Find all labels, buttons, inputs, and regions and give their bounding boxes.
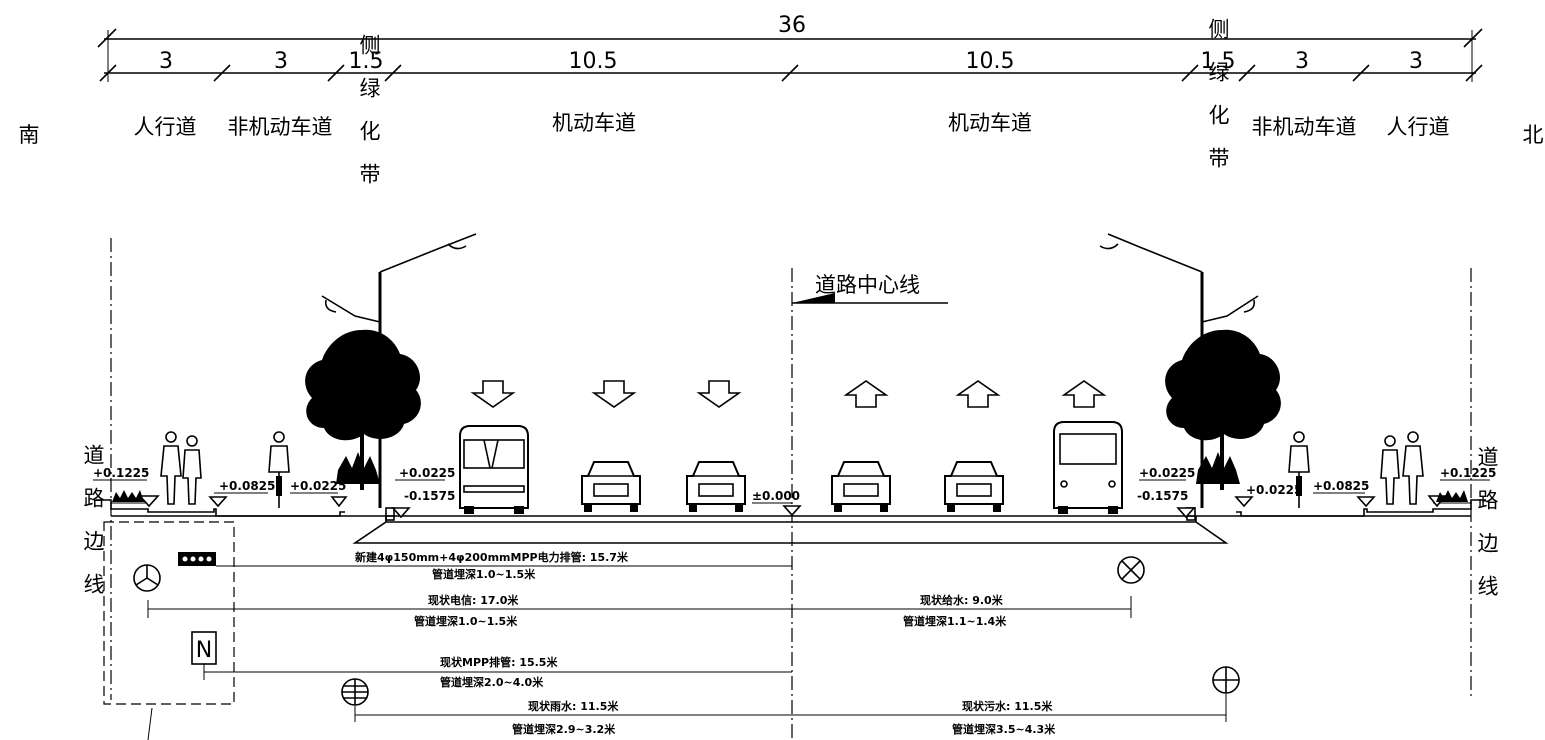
- car-icon: [831, 461, 891, 512]
- elevation-left-belt-bottom: -0.1575: [404, 489, 455, 503]
- cyclist-icon: [268, 431, 290, 508]
- pipe-label-mpp: 现状MPP排管: 15.5米: [440, 655, 558, 669]
- sewage-pipe-icon: [1212, 666, 1240, 694]
- pipe-depth-water: 管道埋深1.1~1.4米: [903, 614, 1007, 628]
- bus-icon: [1053, 421, 1123, 514]
- centerline-callout: 道路中心线: [792, 273, 948, 304]
- pipe-depth-power: 管道埋深1.0~1.5米: [432, 567, 536, 581]
- pedestrian-icon: [1380, 431, 1424, 505]
- car-icon: [944, 461, 1004, 512]
- zone-label-sidewalk-left: 人行道: [134, 115, 197, 139]
- segment-width-2: 3: [274, 49, 288, 74]
- elevation-right-belt-top: +0.0225: [1139, 466, 1195, 480]
- elevation-left-nonmotor: +0.0825: [219, 479, 275, 493]
- zone-label-green-belt-left: 侧绿化带: [357, 34, 381, 206]
- bus-icon: [459, 425, 529, 514]
- pipe-dimension-lines: [147, 565, 1227, 722]
- zone-label-green-belt-right: 侧绿化带: [1206, 18, 1230, 190]
- pipe-label-telecom: 现状电信: 17.0米: [428, 593, 519, 607]
- rain-pipe-icon: [341, 678, 369, 706]
- segment-width-8: 3: [1409, 49, 1423, 74]
- pedestrian-icon: [160, 431, 202, 505]
- elevation-left-sidewalk: +0.1225: [93, 466, 149, 480]
- arrow-down-icon: [470, 380, 516, 408]
- zone-label-motor-right: 机动车道: [948, 111, 1032, 135]
- arrow-down-icon: [696, 380, 742, 408]
- water-valve-icon: [1117, 556, 1145, 584]
- segment-width-3: 1.5: [349, 49, 384, 74]
- road-edge-label-right: 道路边线: [1475, 446, 1499, 618]
- gas-valve-icon: [133, 564, 161, 592]
- zone-label-nonmotor-left: 非机动车道: [228, 115, 333, 139]
- zone-label-nonmotor-right: 非机动车道: [1252, 115, 1357, 139]
- road-surface: [96, 499, 1486, 544]
- north-label: 北: [1523, 123, 1544, 147]
- total-width-label: 36: [778, 13, 806, 38]
- shrub-right: [1436, 490, 1468, 502]
- elevation-right-nonmotor: +0.0825: [1313, 479, 1369, 493]
- mpp-symbol-label: N: [196, 638, 212, 663]
- road-edge-label-left: 道路边线: [81, 444, 105, 616]
- elevation-left-belt-top: +0.0225: [399, 466, 455, 480]
- segment-width-1: 3: [159, 49, 173, 74]
- segment-width-4: 10.5: [569, 49, 618, 74]
- elevation-right-sidewalk: +0.1225: [1440, 466, 1496, 480]
- car-icon: [581, 461, 641, 512]
- pipe-depth-telecom: 管道埋深1.0~1.5米: [414, 614, 518, 628]
- dimension-lines: [97, 28, 1483, 82]
- shrub-left: [112, 490, 144, 502]
- zone-label-motor-left: 机动车道: [552, 111, 636, 135]
- cyclist-icon: [1288, 431, 1310, 508]
- centerline-label: 道路中心线: [815, 273, 920, 297]
- tree-icon: [305, 329, 421, 490]
- elevation-left-nonmotor-edge: +0.0225: [290, 479, 346, 493]
- tree-icon: [1165, 329, 1281, 490]
- utility-zone-box: [103, 521, 235, 705]
- segment-width-5: 10.5: [966, 49, 1015, 74]
- pipe-label-sewage: 现状污水: 11.5米: [962, 699, 1053, 713]
- arrow-up-icon: [1061, 380, 1107, 408]
- elevation-center: ±0.000: [752, 489, 800, 503]
- arrow-up-icon: [955, 380, 1001, 408]
- arrow-down-icon: [591, 380, 637, 408]
- mpp-conduit-icon: N: [191, 631, 217, 665]
- arrow-up-icon: [843, 380, 889, 408]
- pipe-depth-rain: 管道埋深2.9~3.2米: [512, 722, 616, 736]
- segment-width-7: 3: [1295, 49, 1309, 74]
- pipe-label-power: 新建4φ150mm+4φ200mmMPP电力排管: 15.7米: [355, 550, 629, 564]
- elevation-right-nonmotor-edge: +0.0225: [1246, 483, 1302, 497]
- elevation-right-belt-bottom: -0.1575: [1137, 489, 1188, 503]
- elevation-labels: +0.1225 +0.0825 +0.0225 +0.0225 -0.1575 …: [93, 466, 1496, 519]
- pipe-depth-sewage: 管道埋深3.5~4.3米: [952, 722, 1056, 736]
- zone-label-sidewalk-right: 人行道: [1387, 115, 1450, 139]
- pipe-label-water: 现状给水: 9.0米: [920, 593, 1004, 607]
- south-label: 南: [19, 123, 40, 147]
- pipe-label-rain: 现状雨水: 11.5米: [528, 699, 619, 713]
- pipe-depth-mpp: 管道埋深2.0~4.0米: [440, 675, 544, 689]
- car-icon: [686, 461, 746, 512]
- segment-width-6: 1.5: [1201, 49, 1236, 74]
- power-conduit-icon: [178, 552, 216, 566]
